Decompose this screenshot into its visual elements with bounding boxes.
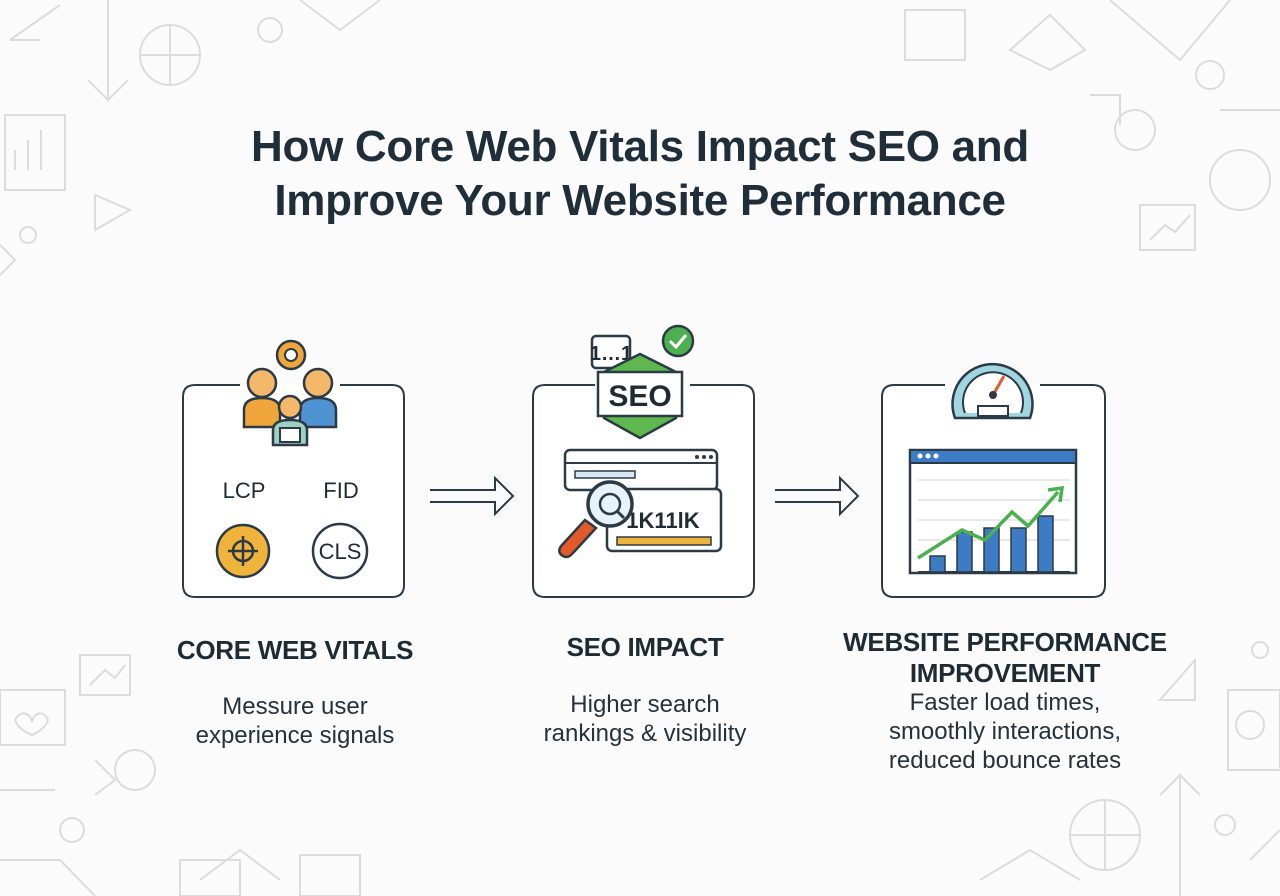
search-result-card: 1K11lK xyxy=(605,487,723,553)
speedometer-icon xyxy=(951,362,1034,420)
check-icon xyxy=(661,324,695,358)
performance-chart xyxy=(908,448,1078,575)
stage-3-desc-line-2: smoothly interactions, xyxy=(888,718,1122,745)
cls-circle xyxy=(311,522,369,580)
stage-1-desc-line-2: experience signals xyxy=(195,722,395,749)
stage-2-heading: SEO IMPACT xyxy=(566,632,724,662)
svg-text:1K11lK: 1K11lK xyxy=(626,508,699,533)
title-line-1: How Core Web Vitals Impact SEO and xyxy=(251,122,1029,171)
stage-3-heading: WEBSITE PERFORMANCE IMPROVEMENT xyxy=(820,627,1190,689)
metric-fid: FID xyxy=(323,478,358,503)
stage-1-description: Messure user experience signals xyxy=(150,692,440,750)
arrow-right-icon xyxy=(430,475,515,517)
chart-bar xyxy=(956,531,973,573)
browser-window xyxy=(563,448,719,492)
stage-2-desc-line-1: Higher search xyxy=(570,691,720,718)
stage-3-desc-line-1: Faster load times, xyxy=(909,689,1101,716)
stage-1-desc-line-1: Messure user xyxy=(222,693,368,720)
title-line-2: Improve Your Website Performance xyxy=(274,176,1006,225)
stage-1-heading: CORE WEB VITALS xyxy=(176,635,414,665)
chart-bar xyxy=(1010,527,1027,573)
stage-2-description: Higher search rankings & visibility xyxy=(500,690,790,748)
stage-1-card: LCP FID CLS xyxy=(182,339,405,598)
stage-3-desc-line-3: reduced bounce rates xyxy=(888,747,1122,774)
seo-badge: SEO xyxy=(596,352,684,440)
magnifier-icon xyxy=(558,480,634,559)
lcp-target-icon xyxy=(215,523,271,579)
stage-3-heading-line-2: IMPROVEMENT xyxy=(909,658,1101,688)
stage-3-description: Faster load times, smoothly interactions… xyxy=(820,688,1190,775)
metric-lcp: LCP xyxy=(223,478,266,503)
metric-cls: CLS xyxy=(319,539,362,564)
svg-text:SEO: SEO xyxy=(608,380,671,413)
page-title: How Core Web Vitals Impact SEO and Impro… xyxy=(0,120,1280,228)
arrow-right-icon xyxy=(775,475,860,517)
stage-3-heading-line-1: WEBSITE PERFORMANCE xyxy=(843,627,1167,657)
svg-text:1…1: 1…1 xyxy=(590,343,632,365)
rank-badge: 1…1 xyxy=(590,334,632,370)
chart-bar xyxy=(1037,515,1054,573)
stage-2-desc-line-2: rankings & visibility xyxy=(543,720,747,747)
stage-3-card xyxy=(881,362,1106,598)
stage-2-card: 1…1 SEO 1K11lK xyxy=(532,324,755,598)
users-icon xyxy=(242,339,338,447)
chart-bar xyxy=(929,555,946,573)
